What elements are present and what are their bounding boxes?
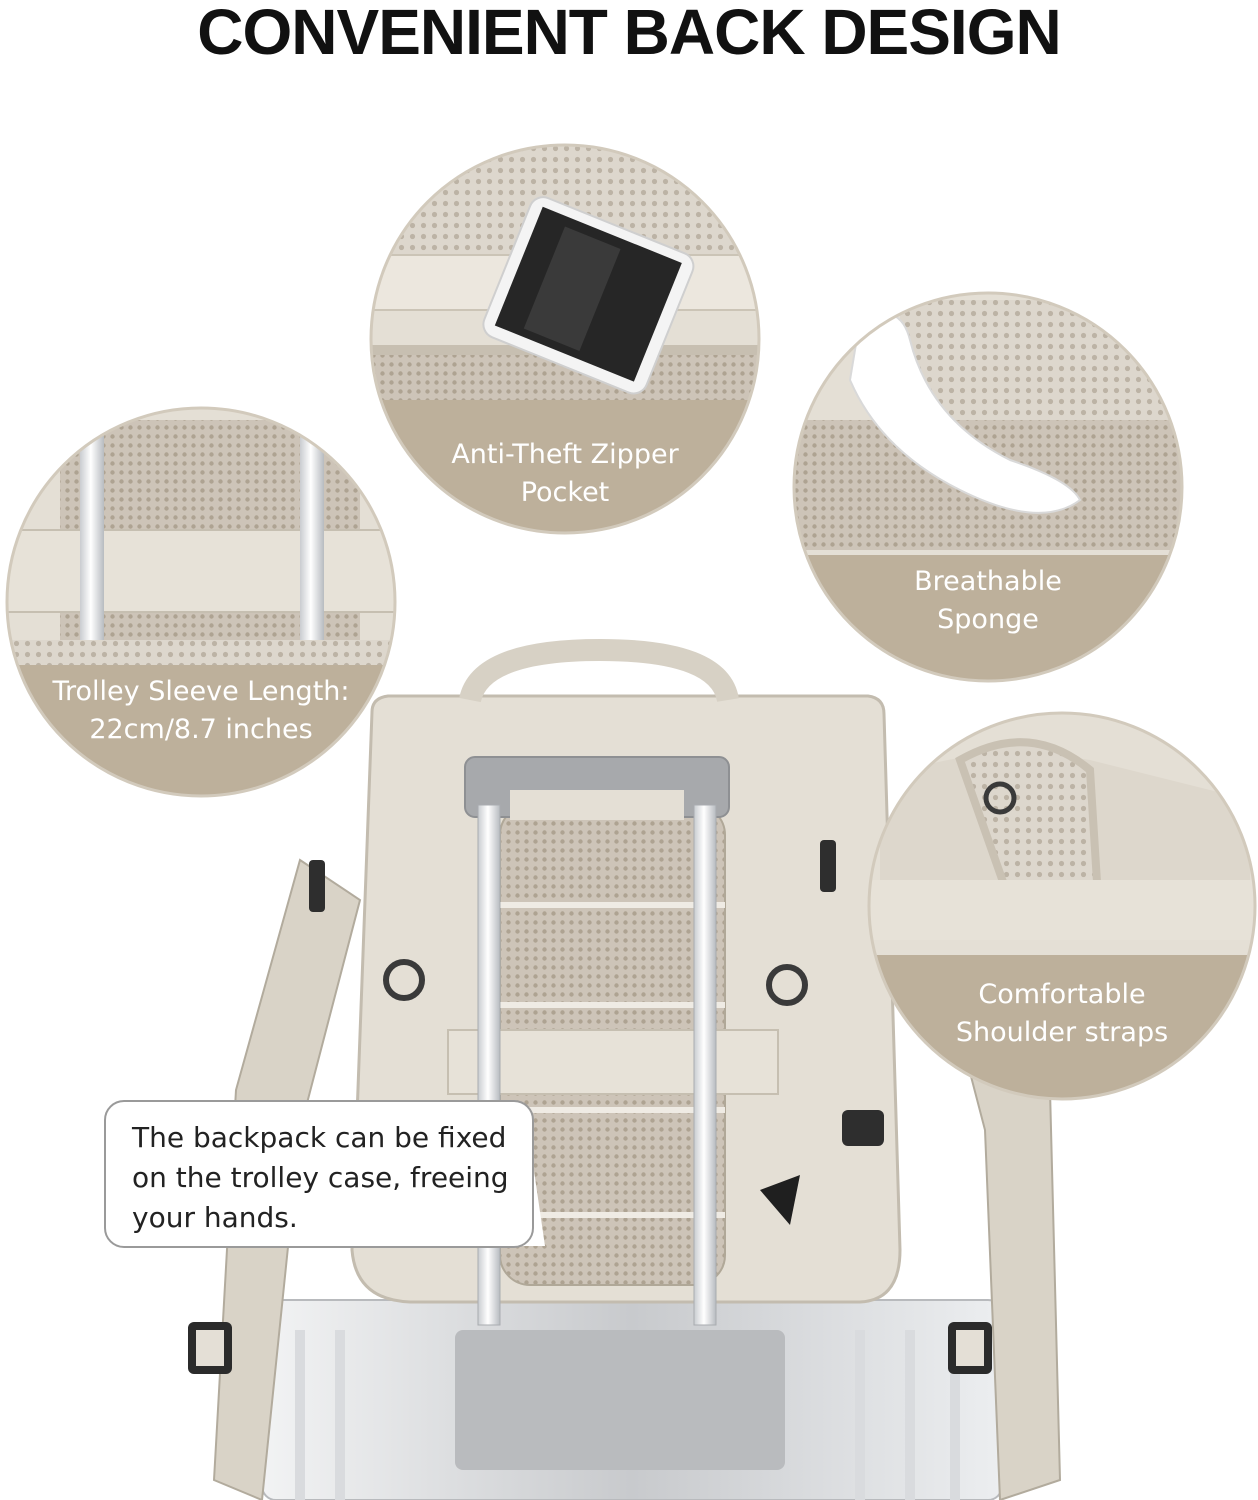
trolley-sleeve-photo (7, 408, 395, 796)
caption-line: Comfortable (978, 979, 1146, 1010)
caption-line: 22cm/8.7 inches (89, 714, 313, 745)
caption-line: Pocket (520, 477, 610, 508)
caption-line: Trolley Sleeve Length: (52, 676, 350, 707)
breathable-sponge-photo (794, 293, 1182, 681)
caption-line: Sponge (937, 604, 1039, 635)
page-title: CONVENIENT BACK DESIGN (197, 0, 1061, 68)
callout-line: on the trolley case, freeing (132, 1161, 509, 1194)
caption-line: Shoulder straps (955, 1017, 1169, 1048)
caption-line: Breathable (914, 566, 1062, 597)
callout-line: The backpack can be fixed (132, 1121, 507, 1154)
caption-line: Anti-Theft Zipper (451, 439, 679, 470)
feature-caption-trolley-sleeve: Trolley Sleeve Length: 22cm/8.7 inches (7, 673, 395, 749)
callout-box: The backpack can be fixed on the trolley… (104, 1100, 534, 1248)
shoulder-straps-photo (869, 713, 1255, 1099)
feature-caption-breathable-sponge: Breathable Sponge (794, 563, 1182, 639)
callout-line: your hands. (132, 1201, 298, 1234)
feature-caption-shoulder-straps: Comfortable Shoulder straps (869, 976, 1255, 1052)
feature-caption-zipper-pocket: Anti-Theft Zipper Pocket (371, 436, 759, 512)
